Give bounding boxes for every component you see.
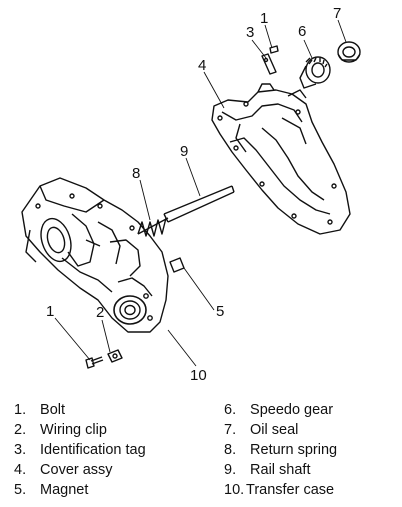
legend-number: 8. [224,442,237,458]
legend-label: Return spring [250,442,338,458]
legend-label: Identification tag [40,442,146,458]
legend-label: Cover assy [40,462,113,478]
legend-item-oil-seal: 7. Oil seal [224,420,337,440]
legend-number: 9. [224,462,237,478]
magnet-drawing [169,257,185,273]
legend-item-cover-assy: 4. Cover assy [14,460,146,480]
legend-label: Rail shaft [250,462,311,478]
callout-5: 5 [216,303,224,320]
legend-item-identification-tag: 3. Identification tag [14,440,146,460]
legend-item-bolt: 1. Bolt [14,400,146,420]
legend-item-transfer-case: 10.Transfer case [224,480,337,500]
legend-number: 7. [224,422,237,438]
parts-legend: 1. Bolt 2. Wiring clip 3. Identification… [14,400,394,502]
bolt-drawing [85,356,104,369]
legend-number: 3. [14,442,27,458]
callout-1: 1 [46,303,54,320]
cover-assy-drawing [211,83,351,235]
callout-1-top: 1 [260,10,268,27]
legend-item-wiring-clip: 2. Wiring clip [14,420,146,440]
callout-9: 9 [180,143,188,160]
legend-label: Transfer case [246,482,335,498]
speedo-gear-drawing [299,56,331,89]
legend-number: 1. [14,402,27,418]
identification-tag-drawing [261,53,277,75]
tag-bolt-drawing [269,45,279,54]
callout-6: 6 [298,23,306,40]
legend-item-return-spring: 8. Return spring [224,440,337,460]
callout-4: 4 [198,57,206,74]
callout-8: 8 [132,165,140,182]
legend-number: 10. [224,482,245,498]
legend-label: Magnet [40,482,89,498]
legend-label: Wiring clip [40,422,107,438]
return-spring-drawing [137,217,169,237]
callout-2: 2 [96,304,104,321]
legend-number: 5. [14,482,27,498]
legend-label: Bolt [40,402,66,418]
leader-lines [54,19,347,367]
legend-number: 2. [14,422,27,438]
legend-number: 4. [14,462,27,478]
legend-number: 6. [224,402,237,418]
wiring-clip-drawing [107,349,123,363]
transfer-case-drawing [21,177,169,333]
legend-item-magnet: 5. Magnet [14,480,146,500]
callout-7: 7 [333,5,341,22]
legend-label: Oil seal [250,422,299,438]
callout-10: 10 [190,367,207,384]
rail-shaft-drawing [163,185,235,223]
legend-item-speedo-gear: 6. Speedo gear [224,400,337,420]
legend-column-right: 6. Speedo gear 7. Oil seal 8. Return spr… [224,400,337,500]
legend-item-rail-shaft: 9. Rail shaft [224,460,337,480]
oil-seal-drawing [337,41,361,63]
legend-column-left: 1. Bolt 2. Wiring clip 3. Identification… [14,400,146,500]
legend-label: Speedo gear [250,402,334,418]
callout-3: 3 [246,24,254,41]
exploded-view-diagram: 1 2 3 1 4 5 6 7 8 9 10 [21,5,361,384]
